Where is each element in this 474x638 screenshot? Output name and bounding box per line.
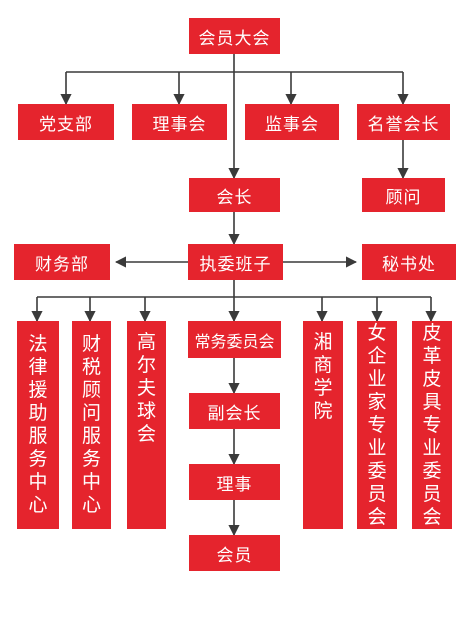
node-standing: 常务委员会 (188, 321, 281, 358)
node-legal-aid-label: 法律援助服务中心 (28, 333, 48, 516)
node-executive-label: 执委班子 (199, 254, 272, 275)
node-tax-consulting-label: 财税顾问服务中心 (81, 333, 101, 516)
node-secretary-label: 秘书处 (382, 254, 436, 275)
node-executive: 执委班子 (188, 244, 283, 280)
node-president-label: 会长 (216, 187, 253, 208)
node-member: 会员 (189, 535, 280, 571)
node-director: 理事 (189, 464, 280, 500)
node-advisor-label: 顾问 (385, 187, 422, 208)
node-women-entrepreneurs-label: 女企业家专业委员会 (367, 321, 387, 528)
node-board: 理事会 (132, 104, 227, 140)
node-assembly: 会员大会 (189, 18, 280, 54)
node-vice-president-label: 副会长 (207, 403, 262, 424)
node-xiangshang-academy: 湘商学院 (303, 321, 343, 529)
node-leather: 皮革皮具专业委员会 (412, 321, 452, 529)
node-director-label: 理事 (216, 474, 253, 495)
node-supervisory-label: 监事会 (265, 114, 319, 135)
node-finance-label: 财务部 (35, 254, 89, 275)
node-legal-aid: 法律援助服务中心 (17, 321, 59, 529)
node-president: 会长 (189, 178, 280, 212)
node-women-entrepreneurs: 女企业家专业委员会 (357, 321, 397, 529)
node-honorary-president: 名誉会长 (357, 104, 450, 140)
node-secretary: 秘书处 (362, 244, 456, 280)
node-finance: 财务部 (14, 244, 110, 280)
node-golf: 高尔夫球会 (127, 321, 166, 529)
node-supervisory: 监事会 (245, 104, 339, 140)
node-advisor: 顾问 (362, 178, 445, 212)
node-vice-president: 副会长 (189, 393, 280, 429)
node-member-label: 会员 (216, 545, 253, 566)
node-tax-consulting: 财税顾问服务中心 (72, 321, 111, 529)
node-standing-label: 常务委员会 (194, 331, 275, 351)
node-xiangshang-academy-label: 湘商学院 (313, 331, 333, 422)
node-party-branch: 党支部 (18, 104, 114, 140)
node-party-branch-label: 党支部 (39, 114, 93, 135)
node-honorary-president-label: 名誉会长 (367, 114, 440, 135)
node-golf-label: 高尔夫球会 (136, 331, 156, 445)
node-board-label: 理事会 (152, 114, 207, 135)
node-leather-label: 皮革皮具专业委员会 (422, 321, 442, 528)
node-assembly-label: 会员大会 (198, 28, 271, 49)
